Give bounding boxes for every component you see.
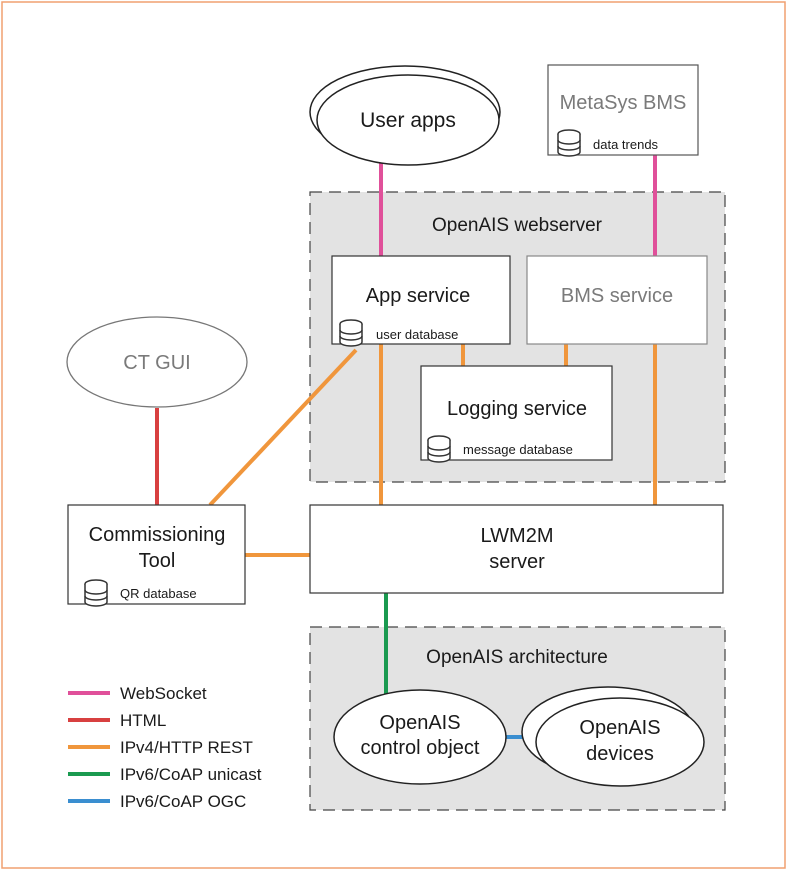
bms-service-node: BMS service xyxy=(526,255,708,345)
commissioning-tool-node: Commissioning Tool QR database xyxy=(67,504,246,607)
logging-service-title: Logging service xyxy=(447,398,587,420)
lwm2m-title-line1: LWM2M xyxy=(481,525,554,547)
webserver-zone-label: OpenAIS webserver xyxy=(432,215,603,236)
legend-item-ipv6-ogc: IPv6/CoAP OGC xyxy=(68,792,246,811)
legend-label-websocket: WebSocket xyxy=(120,684,207,703)
rest-commissioning-appservice xyxy=(208,348,358,507)
legend-label-ipv6-ogc: IPv6/CoAP OGC xyxy=(120,792,246,811)
user-apps-label: User apps xyxy=(360,109,456,132)
database-icon xyxy=(427,435,451,463)
devices-line1: OpenAIS xyxy=(579,717,660,739)
legend-label-ipv6-unicast: IPv6/CoAP unicast xyxy=(120,765,262,784)
database-icon xyxy=(557,129,581,157)
connectors xyxy=(155,155,657,739)
metasys-title: MetaSys BMS xyxy=(560,92,687,114)
commissioning-db-label: QR database xyxy=(120,586,197,601)
legend: WebSocket HTML IPv4/HTTP REST IPv6/CoAP … xyxy=(68,684,262,811)
metasys-db-label: data trends xyxy=(593,137,659,152)
control-object-node: OpenAIS control object xyxy=(333,689,507,785)
database-icon xyxy=(84,579,108,607)
legend-item-html: HTML xyxy=(68,711,166,730)
legend-item-ipv6-unicast: IPv6/CoAP unicast xyxy=(68,765,262,784)
app-service-db-label: user database xyxy=(376,327,458,342)
database-icon xyxy=(339,319,363,347)
ct-gui-node: CT GUI xyxy=(66,316,248,408)
metasys-bms-node: MetaSys BMS data trends xyxy=(547,64,699,157)
legend-item-websocket: WebSocket xyxy=(68,684,207,703)
lwm2m-server-node: LWM2M server xyxy=(309,504,724,594)
commissioning-title-line1: Commissioning xyxy=(89,524,226,546)
legend-label-ipv4-rest: IPv4/HTTP REST xyxy=(120,738,253,757)
devices-line2: devices xyxy=(586,743,654,765)
commissioning-title-line2: Tool xyxy=(139,550,176,572)
control-object-line2: control object xyxy=(361,737,480,759)
user-apps-node: User apps xyxy=(309,65,501,166)
lwm2m-title-line2: server xyxy=(489,551,545,573)
legend-label-html: HTML xyxy=(120,711,166,730)
ct-gui-label: CT GUI xyxy=(123,352,190,374)
app-service-node: App service user database xyxy=(331,255,511,347)
app-service-title: App service xyxy=(366,285,471,307)
control-object-line1: OpenAIS xyxy=(379,712,460,734)
logging-db-label: message database xyxy=(463,442,573,457)
devices-node: OpenAIS devices xyxy=(521,686,705,787)
bms-service-title: BMS service xyxy=(561,285,673,307)
legend-item-ipv4-rest: IPv4/HTTP REST xyxy=(68,738,253,757)
logging-service-node: Logging service message database xyxy=(420,365,613,463)
architecture-zone-label: OpenAIS architecture xyxy=(426,647,608,668)
